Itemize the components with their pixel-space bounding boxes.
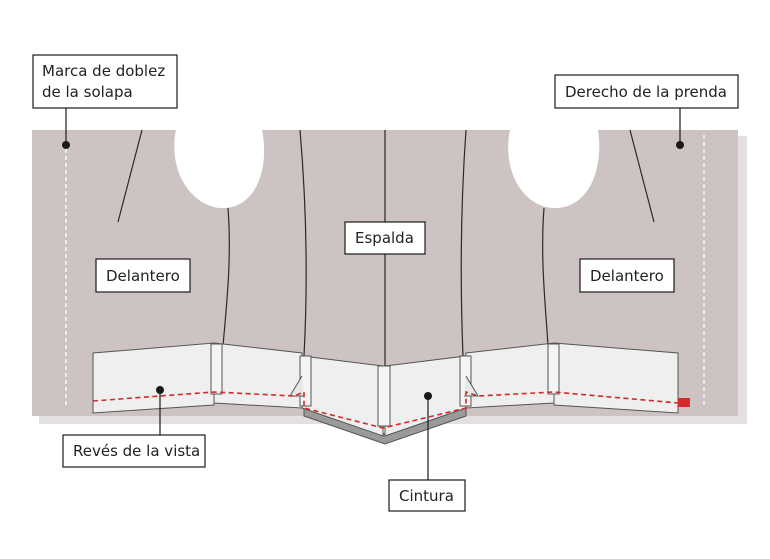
left-dart xyxy=(117,129,143,223)
label-garment-right-side: Derecho de la prenda xyxy=(554,74,739,109)
facing-tab xyxy=(210,343,223,395)
label-back-text: Espalda xyxy=(355,229,414,247)
facing-dot xyxy=(156,386,164,394)
right-dart xyxy=(629,129,655,223)
label-lapel-fold: Marca de doblez de la solapa xyxy=(32,54,178,109)
label-facing-wrong-side-text: Revés de la vista xyxy=(73,442,200,460)
right-side-dot xyxy=(676,141,684,149)
label-garment-right-side-text: Derecho de la prenda xyxy=(565,83,727,101)
right-armhole xyxy=(508,130,600,209)
label-waist-text: Cintura xyxy=(399,487,454,505)
label-waist: Cintura xyxy=(388,479,466,512)
facing-left-side xyxy=(213,342,303,409)
left-side-seam xyxy=(222,207,230,347)
facing-left-front xyxy=(92,342,215,414)
facing-right-side xyxy=(465,342,555,409)
left-back-seam xyxy=(299,129,307,357)
stitch-end-marker xyxy=(678,398,690,407)
left-armhole xyxy=(174,130,265,209)
label-lapel-fold-line2: de la solapa xyxy=(42,83,133,101)
facing-tab xyxy=(377,365,391,427)
stitch-line xyxy=(92,390,679,429)
label-front-left: Delantero xyxy=(95,258,191,293)
label-front-right-text: Delantero xyxy=(590,267,664,285)
label-front-left-text: Delantero xyxy=(106,267,180,285)
facing-tab xyxy=(547,343,560,395)
right-back-seam xyxy=(460,129,467,357)
label-facing-wrong-side: Revés de la vista xyxy=(62,434,206,468)
label-back: Espalda xyxy=(344,221,426,255)
waist-dot xyxy=(424,392,432,400)
lapel-fold-dot xyxy=(62,141,70,149)
label-lapel-fold-line1: Marca de doblez xyxy=(42,62,165,80)
facing-fold-notch xyxy=(464,375,479,397)
right-side-seam xyxy=(542,207,549,347)
label-front-right: Delantero xyxy=(579,258,675,293)
facing-right-front xyxy=(553,342,679,414)
